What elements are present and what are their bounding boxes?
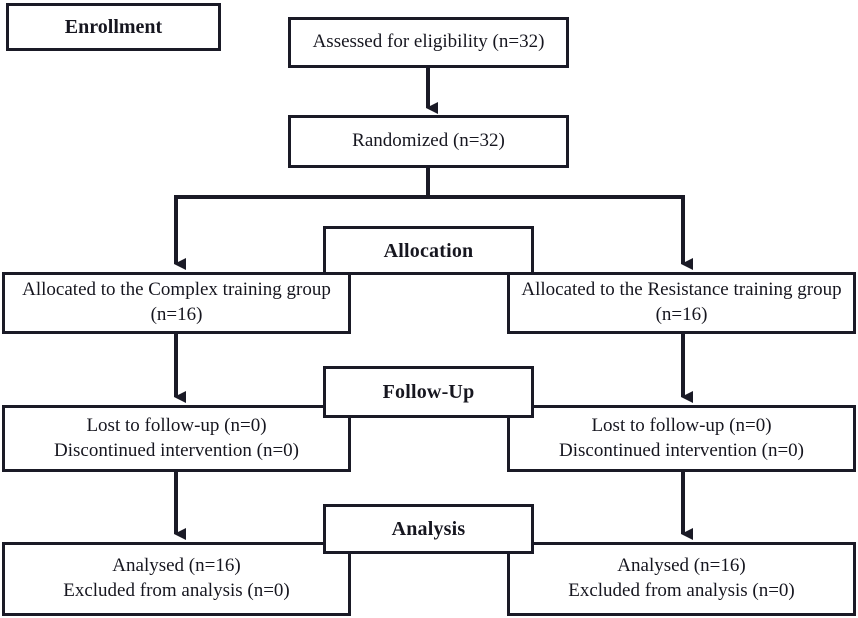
followup-left-line2: Discontinued intervention (n=0)	[54, 439, 299, 461]
analysis-left-line1: Analysed (n=16)	[112, 555, 241, 577]
stage-label-analysis: Analysis	[323, 504, 534, 554]
box-analysis-left: Analysed (n=16) Excluded from analysis (…	[2, 542, 351, 616]
analysis-left-line2: Excluded from analysis (n=0)	[63, 580, 290, 601]
stage-label-enrollment-text: Enrollment	[64, 16, 163, 38]
stage-label-followup-text: Follow-Up	[382, 381, 475, 403]
followup-right-line1: Lost to follow-up (n=0)	[591, 414, 772, 436]
stage-label-followup: Follow-Up	[323, 366, 534, 418]
allocation-right-line2: (n=16)	[655, 304, 708, 325]
analysis-right-line1: Analysed (n=16)	[617, 555, 746, 577]
box-assessed-for-eligibility: Assessed for eligibility (n=32)	[288, 17, 569, 68]
box-followup-right: Lost to follow-up (n=0) Discontinued int…	[507, 405, 856, 472]
stage-label-analysis-text: Analysis	[391, 518, 466, 540]
stage-label-allocation: Allocation	[323, 226, 534, 275]
randomized-text: Randomized (n=32)	[352, 130, 505, 152]
followup-right-line2: Discontinued intervention (n=0)	[559, 439, 804, 461]
box-analysis-right: Analysed (n=16) Excluded from analysis (…	[507, 542, 856, 616]
assessed-for-eligibility-text: Assessed for eligibility (n=32)	[312, 31, 545, 53]
analysis-right-line2: Excluded from analysis (n=0)	[568, 580, 795, 601]
allocation-right-line1: Allocated to the Resistance training gro…	[521, 279, 842, 301]
box-allocation-left: Allocated to the Complex training group …	[2, 272, 351, 334]
allocation-left-line2: (n=16)	[150, 304, 203, 325]
box-randomized: Randomized (n=32)	[288, 115, 569, 168]
box-allocation-right: Allocated to the Resistance training gro…	[507, 272, 856, 334]
stage-label-enrollment: Enrollment	[6, 3, 221, 51]
allocation-left-line1: Allocated to the Complex training group	[22, 279, 331, 301]
followup-left-line1: Lost to follow-up (n=0)	[86, 414, 267, 436]
box-followup-left: Lost to follow-up (n=0) Discontinued int…	[2, 405, 351, 472]
stage-label-allocation-text: Allocation	[383, 239, 474, 262]
